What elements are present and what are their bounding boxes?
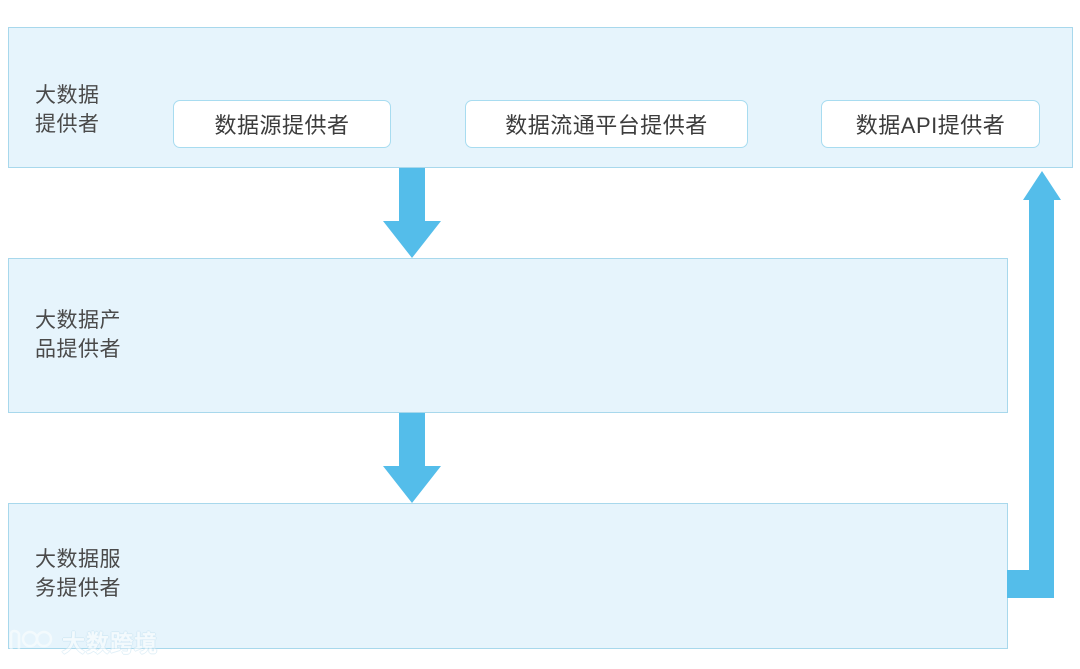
node-data-exchange-platform-provider[interactable]: 数据流通平台提供者 [465,100,748,148]
tier-panel-big-data-product-providers: 大数据产 品提供者 大数据应用软件商 大数据基础软件商 大数据硬件产品商 [8,258,1008,609]
arrow-up-icon-feedback-tier3-to-tier1 [1007,171,1061,598]
tier-label-0: 大数据 提供者 [35,84,100,136]
arrow-down-icon-tier1-to-tier2 [383,168,441,258]
node-data-api-provider[interactable]: 数据API提供者 [821,100,1040,148]
arrow-down-icon-tier2-to-tier3 [383,413,441,503]
tier-panel-big-data-providers: 大数据 提供者 数据源提供者 数据流通平台提供者 数据API提供者 [8,27,1073,168]
node-data-source-provider[interactable]: 数据源提供者 [173,100,391,148]
tier-label-2: 大数据服 务提供者 [35,548,121,600]
tier-label-1: 大数据产 品提供者 [35,309,121,361]
tier-panel-big-data-service-providers: 大数据服 务提供者 应用服务提供商 分析服务提供商 大数据基础设施服务提供商 [8,503,1008,649]
